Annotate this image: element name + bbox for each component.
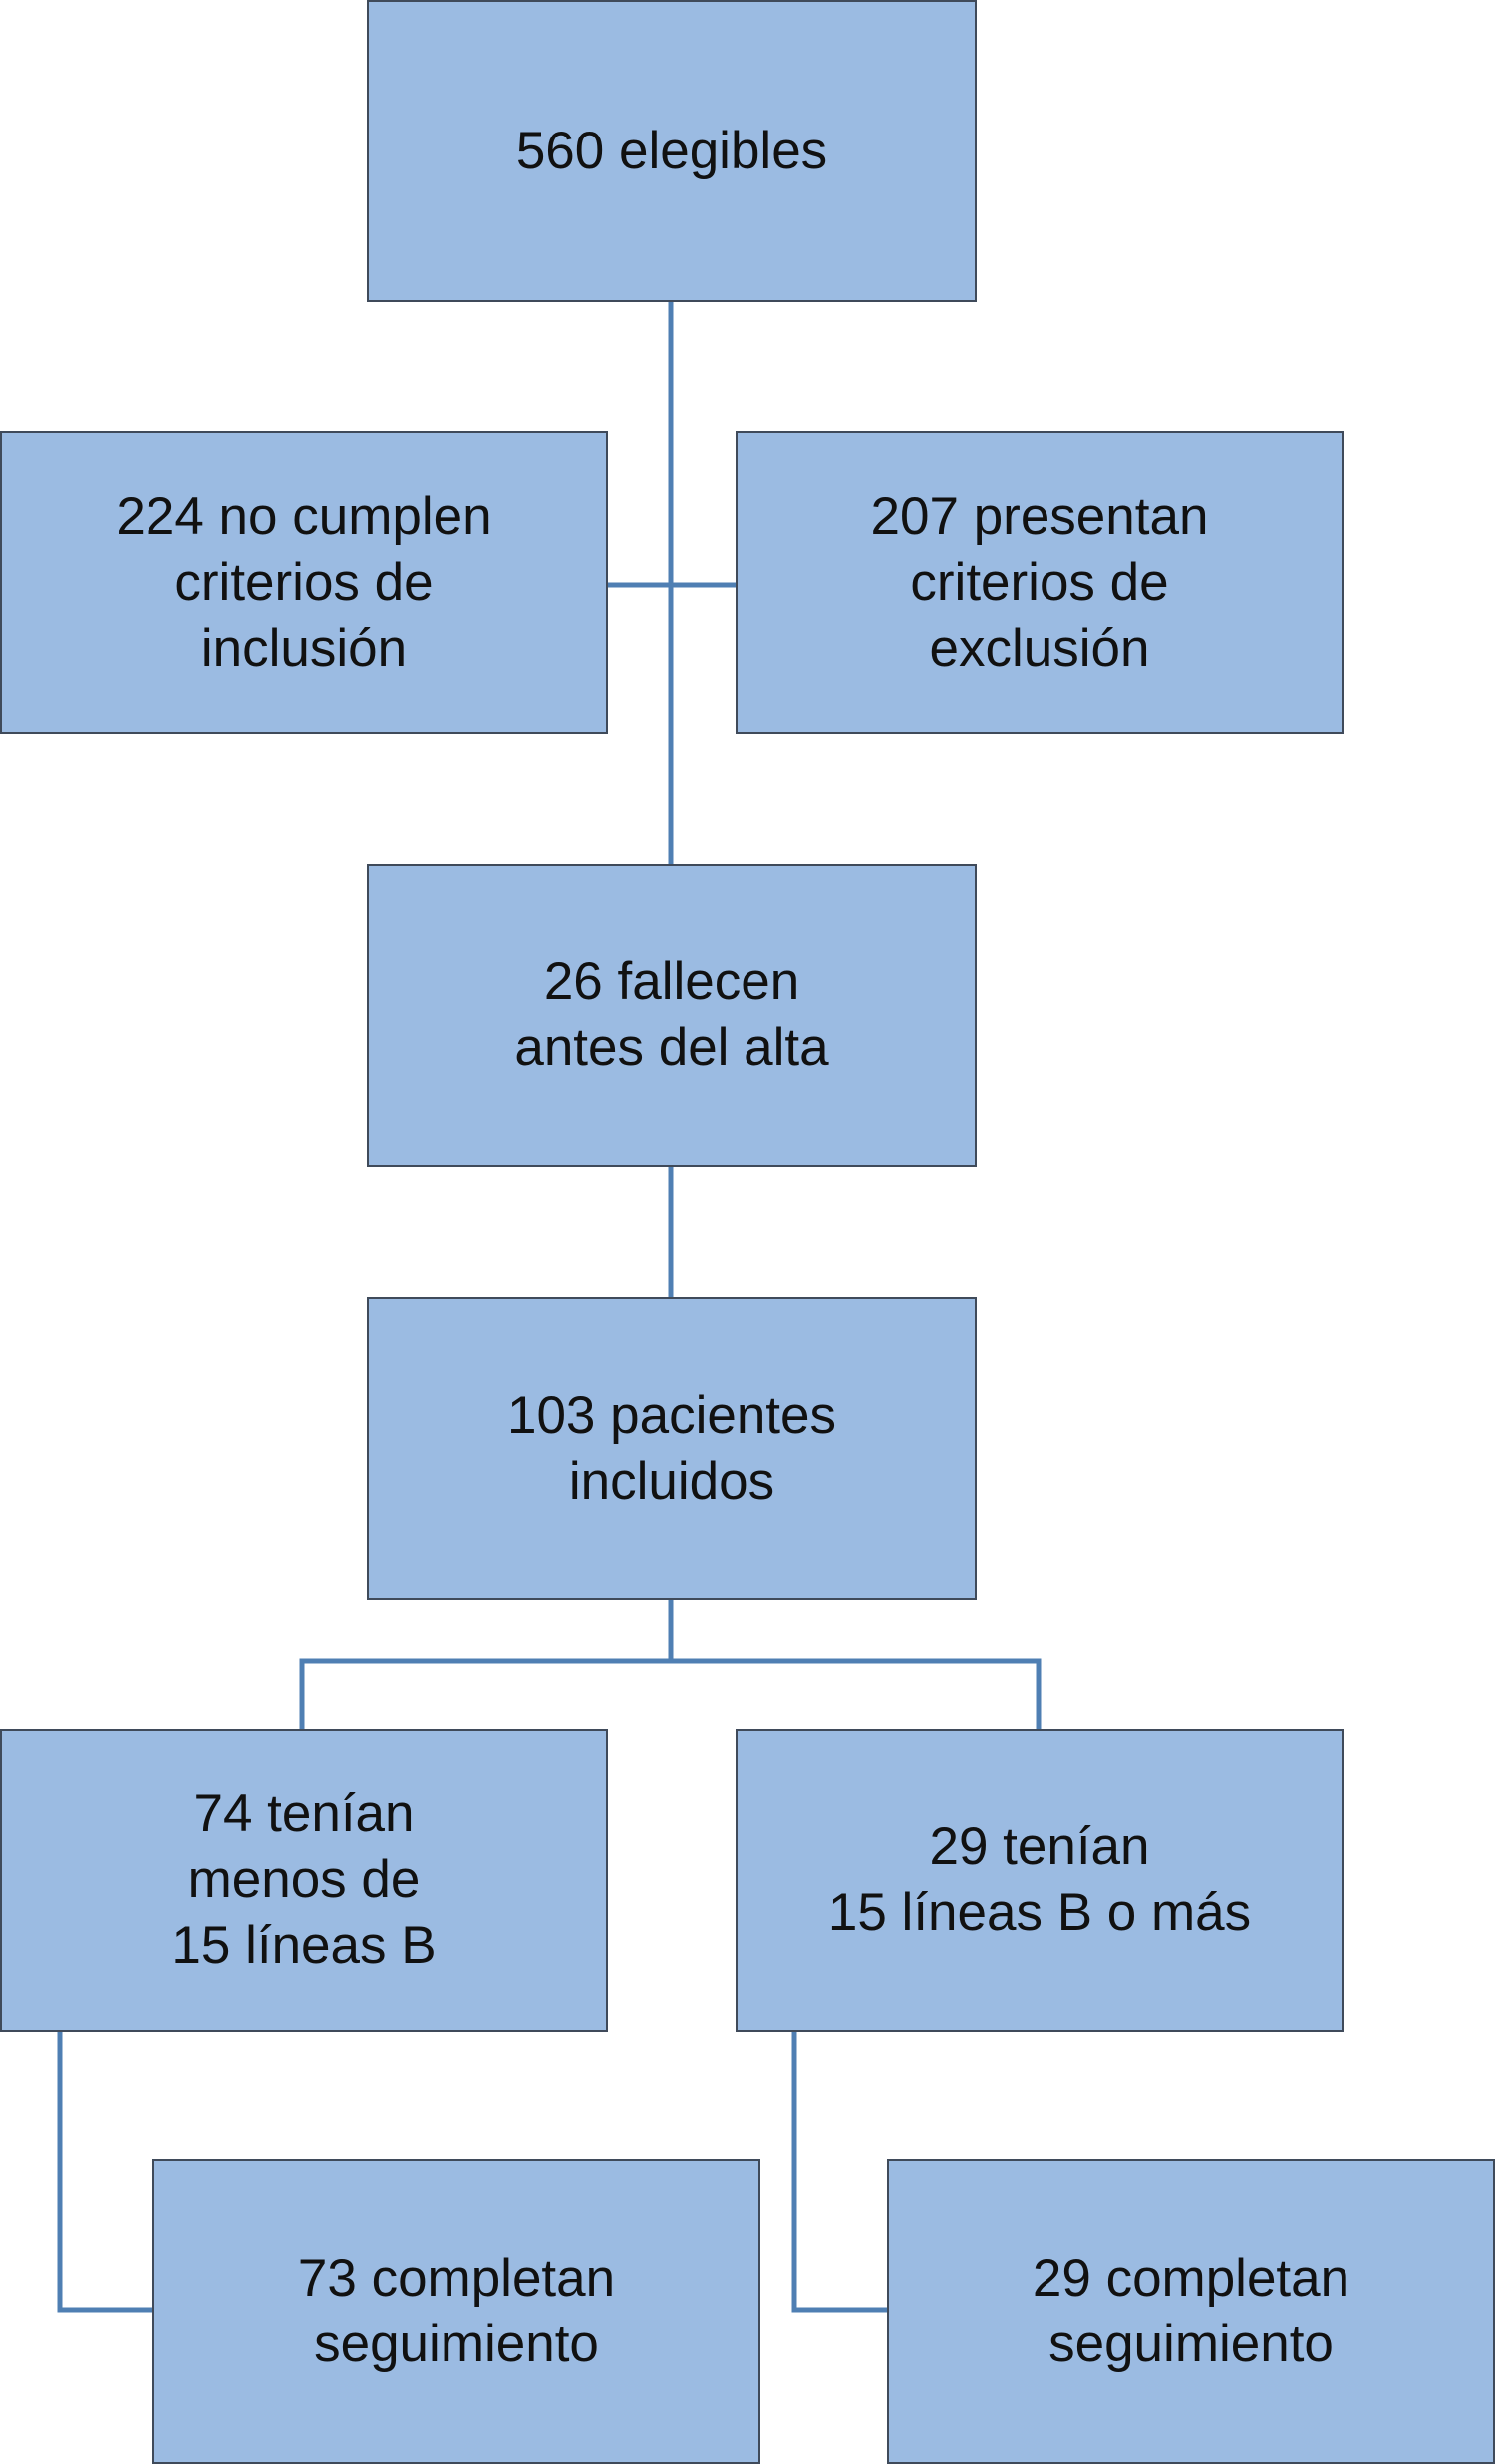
under-15-b-lines-label: 74 tenían menos de 15 líneas B: [171, 1784, 437, 1975]
under-15-b-lines-box: 74 tenían menos de 15 líneas B: [0, 1729, 608, 2032]
connector-over15-to-followup: [791, 2030, 887, 2313]
at-least-15-b-lines-label: 29 tenían 15 líneas B o más: [827, 1817, 1252, 1942]
completed-followup-right-label: 29 completan seguimiento: [1032, 2249, 1350, 2373]
eligibles-label: 560 elegibles: [515, 121, 828, 180]
exclusion-criteria-box: 207 presentan criterios de exclusión: [736, 431, 1344, 734]
patients-included-label: 103 pacientes incluidos: [506, 1386, 837, 1510]
exclusion-criteria-label: 207 presentan criterios de exclusión: [870, 487, 1209, 678]
connector-included-split-right: [671, 1658, 1042, 1729]
connector-included-split: [299, 1599, 674, 1729]
eligibles-box: 560 elegibles: [367, 0, 977, 302]
connector-under15-to-followup: [57, 2030, 152, 2313]
died-before-discharge-box: 26 fallecen antes del alta: [367, 864, 977, 1167]
not-meeting-inclusion-label: 224 no cumplen criterios de inclusión: [116, 487, 492, 678]
not-meeting-inclusion-box: 224 no cumplen criterios de inclusión: [0, 431, 608, 734]
completed-followup-right-box: 29 completan seguimiento: [887, 2159, 1495, 2464]
completed-followup-left-box: 73 completan seguimiento: [152, 2159, 760, 2464]
patients-included-box: 103 pacientes incluidos: [367, 1297, 977, 1600]
completed-followup-left-label: 73 completan seguimiento: [297, 2249, 616, 2373]
died-before-discharge-label: 26 fallecen antes del alta: [514, 953, 829, 1077]
at-least-15-b-lines-box: 29 tenían 15 líneas B o más: [736, 1729, 1344, 2032]
